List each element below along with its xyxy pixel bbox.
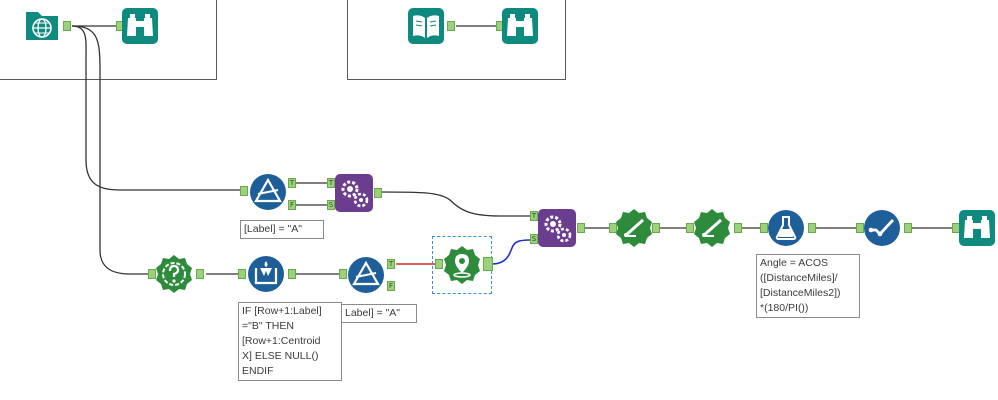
formula-tool[interactable] (766, 208, 806, 248)
filter-annotation: [Label] = "A" (240, 220, 324, 239)
input-anchor[interactable] (238, 269, 246, 279)
spatial-process-tool[interactable] (692, 208, 732, 248)
filter-tool[interactable] (346, 255, 386, 295)
input-anchor[interactable]: T (530, 211, 538, 221)
output-anchor[interactable] (904, 223, 912, 233)
output-anchor[interactable] (483, 257, 493, 271)
select-tool[interactable] (862, 208, 902, 248)
browse-tool[interactable] (120, 6, 160, 46)
binoculars-icon (502, 8, 538, 44)
output-anchor[interactable] (652, 223, 660, 233)
text-input-tool[interactable] (406, 6, 446, 46)
binoculars-icon (122, 8, 158, 44)
input-anchor[interactable] (760, 223, 768, 233)
select-check-icon (864, 210, 900, 246)
input-anchor[interactable]: T (327, 178, 335, 188)
output-anchor[interactable] (577, 223, 585, 233)
false-anchor[interactable]: F (288, 200, 296, 210)
spatial-process-icon (616, 209, 652, 247)
spatial-process-tool[interactable] (614, 208, 654, 248)
input-anchor[interactable]: S (530, 234, 538, 244)
formula-annotation: Angle = ACOS ([DistanceMiles]/ [Distance… (756, 254, 860, 318)
output-anchor[interactable] (63, 21, 71, 31)
browse-tool[interactable] (957, 208, 997, 248)
input-anchor[interactable] (240, 186, 248, 196)
connector-centroid-macro2 (491, 239, 531, 265)
macro-tool[interactable] (334, 173, 374, 213)
input-anchor[interactable] (339, 269, 347, 279)
spatial-process-icon (694, 209, 730, 247)
true-anchor[interactable]: T (288, 178, 296, 188)
tool-container-right[interactable] (347, 0, 566, 80)
book-input-icon (408, 8, 444, 44)
output-anchor[interactable] (288, 269, 296, 279)
input-anchor[interactable] (856, 223, 864, 233)
filter-triangle-icon (348, 257, 384, 293)
spatial-info-tool[interactable] (442, 245, 482, 285)
output-anchor[interactable] (808, 223, 816, 233)
input-anchor[interactable] (435, 259, 443, 269)
input-anchor[interactable] (686, 223, 694, 233)
true-anchor[interactable]: T (387, 259, 395, 269)
input-anchor[interactable] (148, 269, 156, 279)
gears-macro-icon (335, 174, 373, 212)
input-anchor[interactable] (609, 223, 617, 233)
flask-formula-icon (768, 210, 804, 246)
connector-input-filter1 (71, 25, 240, 191)
filter-tool[interactable] (248, 172, 288, 212)
browse-tool[interactable] (500, 6, 540, 46)
filter-triangle-icon (250, 174, 286, 210)
map-pin-icon (444, 246, 480, 284)
input-data-tool[interactable] (22, 6, 62, 46)
test-tool[interactable] (154, 254, 194, 294)
tool-container-left[interactable] (0, 0, 217, 80)
output-anchor[interactable] (374, 188, 382, 198)
filter-annotation: Label] = "A" (341, 304, 417, 323)
output-anchor[interactable] (734, 223, 742, 233)
connector-macro1-macro2 (379, 191, 530, 217)
connector-input-question (71, 25, 150, 275)
macro-tool[interactable] (537, 208, 577, 248)
multirow-formula-icon (248, 256, 284, 292)
binoculars-icon (959, 210, 995, 246)
output-anchor[interactable] (196, 269, 204, 279)
globe-input-icon (26, 12, 58, 40)
question-badge-icon (156, 255, 192, 293)
output-anchor[interactable] (447, 21, 455, 31)
false-anchor[interactable]: F (387, 281, 395, 291)
multi-row-formula-tool[interactable] (246, 254, 286, 294)
multirow-annotation: IF [Row+1:Label] ="B" THEN [Row+1:Centro… (238, 302, 342, 381)
input-anchor[interactable]: S (327, 200, 335, 210)
gears-macro-icon (538, 209, 576, 247)
